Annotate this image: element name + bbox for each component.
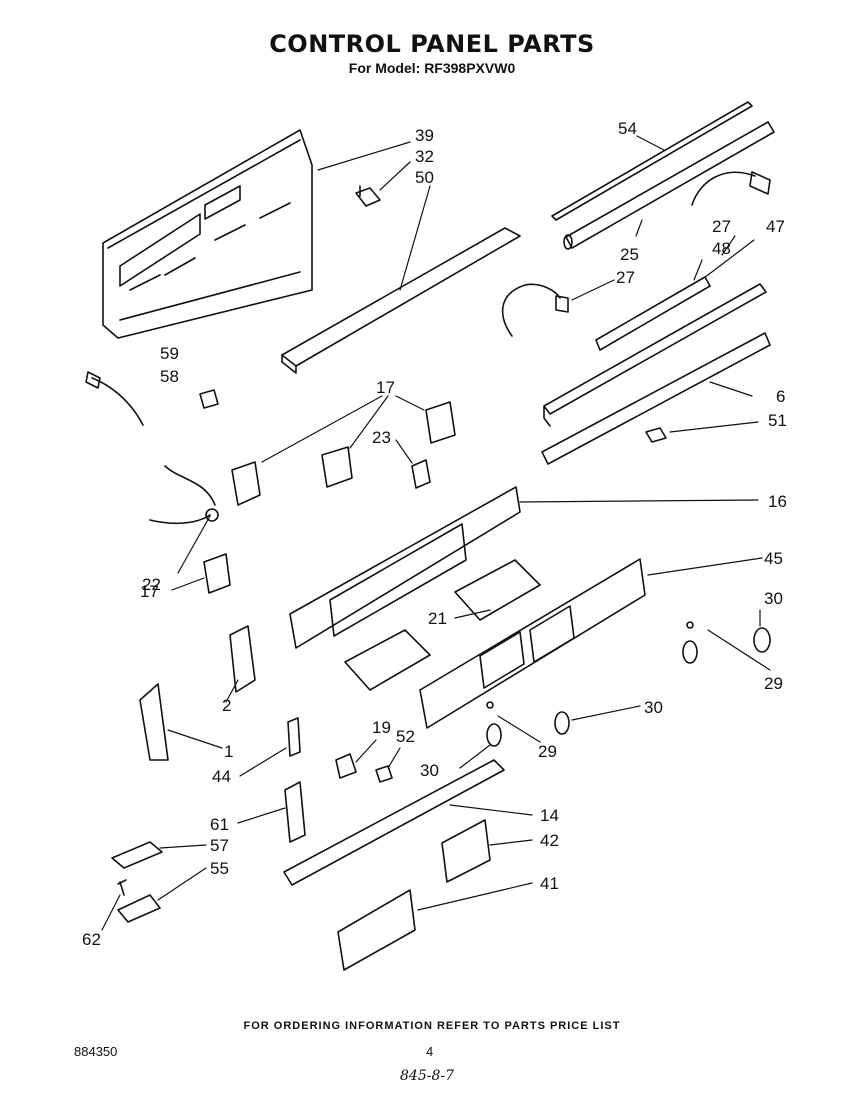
label-57: 57: [210, 836, 229, 855]
part-57-plate: [111, 841, 163, 869]
part-22-wiring: [149, 465, 219, 525]
page-number: 4: [426, 1044, 434, 1059]
label-61: 61: [210, 815, 229, 834]
label-48: 48: [712, 239, 731, 258]
label-17-left: 17: [140, 582, 159, 601]
part-39-back-panel: [102, 129, 313, 339]
label-25: 25: [620, 245, 639, 264]
ordering-note: FOR ORDERING INFORMATION REFER TO PARTS …: [243, 1020, 621, 1032]
part-21-board: [344, 559, 541, 691]
part-45-console-panel: [419, 558, 646, 729]
part-30-knob-c: [554, 711, 570, 735]
part-59-cord: [85, 371, 144, 426]
part-17-switch-a: [231, 461, 261, 506]
part-48-bracket: [595, 276, 711, 351]
label-29-right: 29: [764, 674, 783, 693]
label-58: 58: [160, 367, 179, 386]
model-subtitle: For Model: RF398PXVW0: [348, 60, 516, 76]
part-1-end-cap: [139, 683, 169, 761]
part-number-labels: 39 32 50 54 25 27 47 48 27 6 51 59 58 17…: [82, 119, 787, 949]
label-55: 55: [210, 859, 229, 878]
label-39: 39: [415, 126, 434, 145]
leader-lines: [101, 135, 771, 931]
part-27-wire-harness-lower: [501, 283, 569, 337]
label-21: 21: [428, 609, 447, 628]
part-19-switch: [335, 753, 357, 779]
handwritten-note: 845-8-7: [400, 1068, 454, 1084]
label-17-top: 17: [376, 378, 395, 397]
label-22: 22: [142, 575, 161, 594]
part-16-control-panel-frame: [289, 486, 521, 649]
label-42: 42: [540, 831, 559, 850]
label-51: 51: [768, 411, 787, 430]
part-6-bracket: [541, 332, 771, 465]
part-30-knob-d: [486, 723, 502, 747]
label-29-mid: 29: [538, 742, 557, 761]
part-41-display-board: [337, 889, 416, 971]
label-2: 2: [222, 696, 231, 715]
part-54-rail: [551, 101, 753, 221]
label-23: 23: [372, 428, 391, 447]
label-19: 19: [372, 718, 391, 737]
part-30-knob-b: [682, 640, 698, 664]
part-44-bracket: [287, 717, 301, 757]
label-14: 14: [540, 806, 559, 825]
label-30-left: 30: [420, 761, 439, 780]
label-54: 54: [618, 119, 637, 138]
label-1: 1: [224, 742, 233, 761]
label-47: 47: [766, 217, 785, 236]
part-47-bracket: [543, 283, 767, 427]
label-50: 50: [415, 168, 434, 187]
part-25-tube: [563, 121, 775, 250]
part-23-switch: [411, 459, 431, 489]
label-41: 41: [540, 874, 559, 893]
label-30-right: 30: [764, 589, 783, 608]
part-62-screw: [117, 879, 127, 896]
part-17-switch-d: [203, 553, 231, 594]
part-14-front-trim: [283, 759, 505, 886]
part-61-bracket: [284, 781, 306, 843]
label-16: 16: [768, 492, 787, 511]
part-42-circuit-board: [441, 819, 491, 883]
part-51-clip: [645, 427, 667, 443]
label-62: 62: [82, 930, 101, 949]
part-2-trim: [229, 625, 256, 693]
label-52: 52: [396, 727, 415, 746]
label-45: 45: [764, 549, 783, 568]
label-44: 44: [212, 767, 231, 786]
part-30-knob-a: [753, 627, 771, 653]
part-52-clip: [375, 765, 393, 783]
document-number: 884350: [74, 1044, 118, 1059]
label-27-upper: 27: [712, 217, 731, 236]
part-17-switch-b: [321, 446, 353, 488]
part-29-spring: [486, 621, 694, 709]
part-50-trim-strip: [281, 227, 521, 374]
label-32: 32: [415, 147, 434, 166]
label-30-mid: 30: [644, 698, 663, 717]
part-55-plate: [117, 894, 161, 923]
part-17-switch-c: [425, 401, 456, 444]
part-58-connector: [199, 389, 219, 409]
page-title: CONTROL PANEL PARTS: [269, 30, 595, 58]
label-59: 59: [160, 344, 179, 363]
part-32-clip: [355, 185, 381, 207]
label-27-lower: 27: [616, 268, 635, 287]
part-27-wire-harness-upper: [691, 171, 771, 206]
label-6: 6: [776, 387, 785, 406]
